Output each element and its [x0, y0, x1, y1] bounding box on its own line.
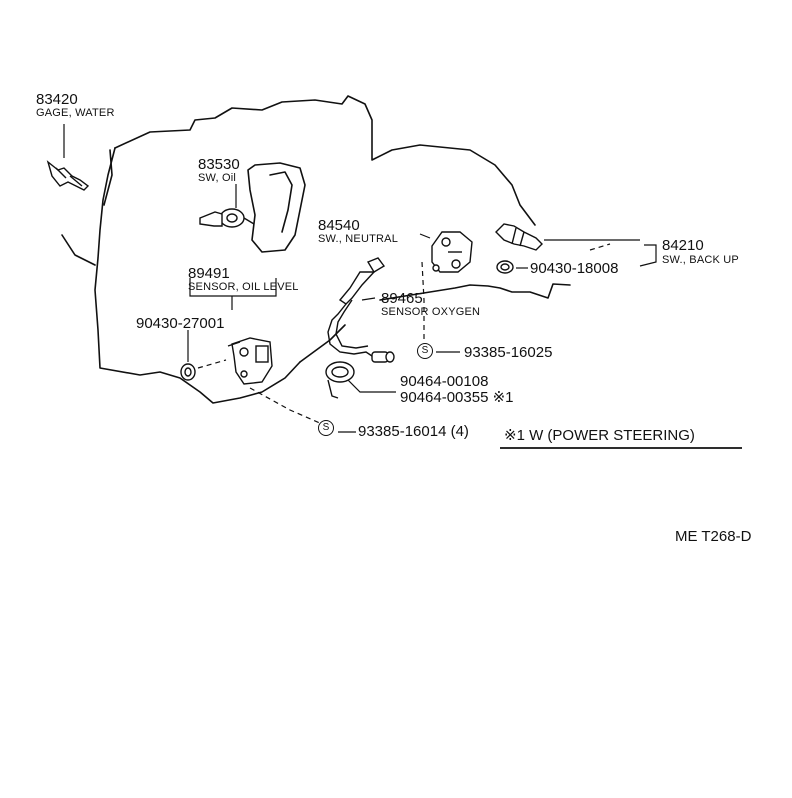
dashed-backup: [589, 243, 611, 251]
neutral-switch-part: [431, 231, 473, 273]
part-name-83530: SW, Oil: [198, 172, 237, 184]
part-number-90430-27001: 90430-27001: [136, 315, 225, 332]
part-number-90430-18008: 90430-18008: [530, 260, 619, 277]
part-number-89465: 89465: [381, 290, 423, 307]
s-symbol-16014: S: [318, 420, 334, 436]
part-number-83530: 83530: [198, 156, 240, 173]
dashed-16014: [249, 387, 323, 425]
part-number-84210: 84210: [662, 237, 704, 254]
gasket-ring-18008: [496, 260, 514, 274]
oxygen-sensor-part: [327, 257, 395, 363]
dashed-27001: [197, 359, 227, 369]
clamp-part: [325, 361, 355, 399]
leader-84540: [419, 233, 431, 239]
backup-switch-part: [495, 223, 543, 251]
bracket-89491: [189, 278, 277, 297]
part-number-89491: 89491: [188, 265, 230, 282]
s-symbol-16025: S: [417, 343, 433, 359]
engine-outline: [114, 95, 536, 226]
part-name-84540: SW., NEUTRAL: [318, 233, 399, 245]
part-number-83420: 83420: [36, 91, 78, 108]
power-steering-note: ※1 W (POWER STEERING): [504, 427, 695, 444]
part-number-90464-00108: 90464-00108: [400, 373, 489, 390]
oil-level-sensor-part: [227, 337, 273, 385]
leader-84210: [639, 244, 657, 267]
part-number-84540: 84540: [318, 217, 360, 234]
leader-90464: [347, 379, 396, 393]
leader-89465: [361, 297, 376, 301]
part-name-89491: SENSOR, OIL LEVEL: [188, 281, 299, 293]
part-number-93385-16025: 93385-16025: [464, 344, 553, 361]
part-number-93385-16014: 93385-16014 (4): [358, 423, 469, 440]
part-name-83420: GAGE, WATER: [36, 107, 115, 119]
gasket-ring-27001: [180, 363, 196, 381]
part-name-84210: SW., BACK UP: [662, 254, 739, 266]
oil-switch-part: [199, 208, 255, 228]
water-gage-part: [46, 160, 90, 191]
part-name-89465: SENSOR OXYGEN: [381, 306, 481, 318]
part-number-90464-00355: 90464-00355 ※1: [400, 389, 514, 406]
diagram-code: ME T268-D: [675, 528, 752, 545]
dashed-16025: [421, 261, 425, 340]
